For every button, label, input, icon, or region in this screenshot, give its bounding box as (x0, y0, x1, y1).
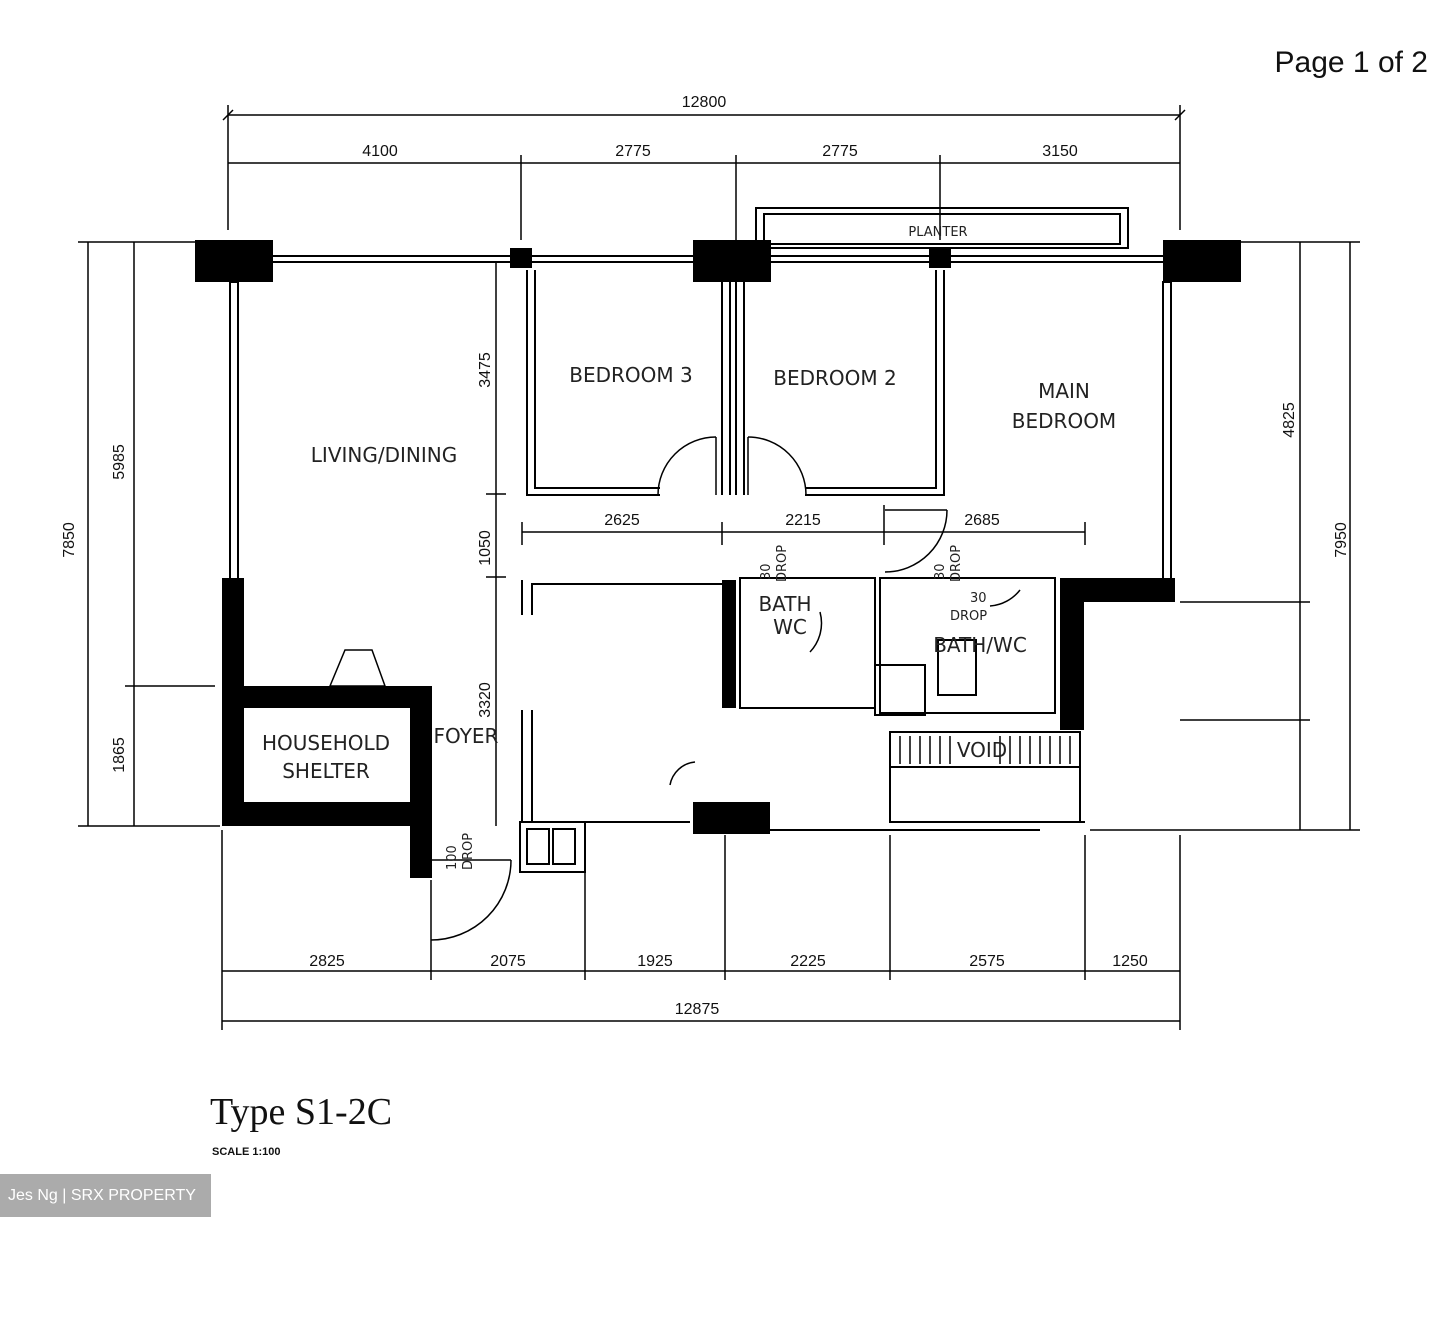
page-number-label: Page 1 of 2 (1274, 46, 1428, 79)
dim-top-4: 3150 (1042, 143, 1078, 160)
dim-left-upper: 5985 (111, 444, 128, 480)
dim-right-upper: 4825 (1281, 402, 1298, 438)
drop-marker-1-label: DROP (775, 545, 790, 582)
dim-top-1: 4100 (362, 143, 398, 160)
dim-bottom-total: 12875 (675, 1001, 720, 1018)
dim-top-total: 12800 (682, 94, 727, 111)
dim-mid-3: 2685 (964, 512, 1000, 529)
dim-bottom-4: 2225 (790, 953, 826, 970)
drop-marker-4-label: DROP (461, 833, 476, 870)
drop-marker-4-value: 100 (445, 845, 460, 870)
dim-top-3: 2775 (822, 143, 858, 160)
drop-marker-1-value: 30 (759, 563, 774, 580)
scale-label: SCALE 1:100 (212, 1146, 281, 1158)
dim-left-total: 7850 (61, 522, 78, 558)
dim-bottom-2: 2075 (490, 953, 526, 970)
drop-marker-3-label: DROP (950, 609, 987, 624)
living-dining-label: LIVING/DINING (311, 443, 457, 467)
foyer-label: FOYER (434, 724, 499, 748)
dim-top-2: 2775 (615, 143, 651, 160)
drop-marker-2-label: DROP (949, 545, 964, 582)
unit-type-title: Type S1-2C (210, 1091, 393, 1133)
dim-v-3320: 3320 (477, 682, 494, 718)
main-bedroom-label-line2: BEDROOM (1012, 409, 1116, 433)
bedroom-3-label: BEDROOM 3 (569, 363, 692, 387)
dim-bottom-5: 2575 (969, 953, 1005, 970)
dim-mid-1: 2625 (604, 512, 640, 529)
planter-label: PLANTER (908, 225, 967, 240)
main-bedroom-label-line1: MAIN (1038, 379, 1090, 403)
wc-1-label: WC (773, 615, 807, 639)
watermark-label: Jes Ng | SRX PROPERTY (0, 1174, 211, 1217)
void-label: VOID (957, 738, 1007, 762)
dim-mid-2: 2215 (785, 512, 821, 529)
household-shelter-label-line1: HOUSEHOLD (262, 731, 390, 755)
dim-left-lower: 1865 (111, 737, 128, 773)
dim-bottom-3: 1925 (637, 953, 673, 970)
dim-v-1050: 1050 (477, 530, 494, 566)
bedroom-2-label: BEDROOM 2 (773, 366, 896, 390)
drop-marker-2-value: 30 (933, 563, 948, 580)
dim-bottom-6: 1250 (1112, 953, 1148, 970)
bath-1-label: BATH (758, 592, 811, 616)
dim-v-3475: 3475 (477, 352, 494, 388)
dim-right-total: 7950 (1333, 522, 1350, 558)
bath-wc-2-label: BATH/WC (933, 633, 1027, 657)
dim-bottom-1: 2825 (309, 953, 345, 970)
household-shelter-label-line2: SHELTER (282, 759, 370, 783)
drop-marker-3-value: 30 (970, 591, 987, 606)
